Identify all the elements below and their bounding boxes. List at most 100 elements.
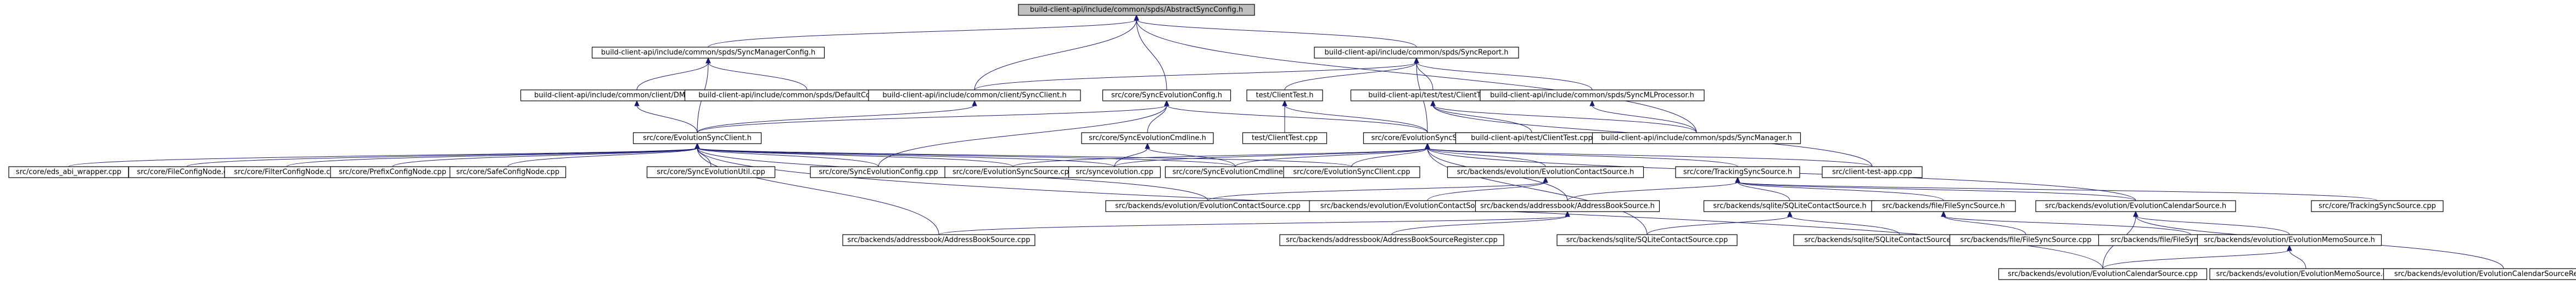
graph-node[interactable]: src/syncevolution.cpp xyxy=(1068,166,1161,178)
edge-line xyxy=(2102,249,2290,269)
edge-line xyxy=(1136,19,1417,48)
graph-node[interactable]: src/core/SyncEvolutionCmdline.h xyxy=(1081,132,1214,144)
graph-node[interactable]: src/core/PrefixConfigNode.cpp xyxy=(330,166,455,178)
node-box xyxy=(2311,200,2444,212)
node-label: src/core/EvolutionSyncClient.cpp xyxy=(1293,168,1410,177)
edge-line xyxy=(1427,181,1546,201)
graph-node[interactable]: src/core/EvolutionSyncSource.cpp xyxy=(944,166,1082,178)
dependency-edge xyxy=(507,143,700,167)
graph-node[interactable]: build-client-api/include/common/spds/Def… xyxy=(684,89,930,101)
graph-node[interactable]: src/client-test-app.cpp xyxy=(1822,166,1923,178)
graph-node[interactable]: src/core/TrackingSyncSource.cpp xyxy=(2311,200,2444,212)
edges xyxy=(68,14,2504,269)
node-label: src/syncevolution.cpp xyxy=(1076,168,1153,177)
node-label: src/core/SafeConfigNode.cpp xyxy=(456,168,559,177)
node-label: src/client-test-app.cpp xyxy=(1832,168,1912,177)
graph-node[interactable]: src/core/SafeConfigNode.cpp xyxy=(449,166,567,178)
graph-node[interactable]: src/backends/file/FileSyncSource.cpp xyxy=(1949,234,2103,246)
dependency-edge xyxy=(1235,143,1430,167)
graph-node[interactable]: src/backends/sqlite/SQLiteContactSource.… xyxy=(1556,234,1738,246)
dependency-edge xyxy=(695,143,1115,167)
graph-node[interactable]: src/backends/sqlite/SQLiteContactSource.… xyxy=(1703,200,1877,212)
graph-node[interactable]: test/ClientTest.cpp xyxy=(1242,132,1328,144)
edge-line xyxy=(1737,181,1790,201)
graph-node[interactable]: src/core/SyncEvolutionConfig.h xyxy=(1102,89,1231,101)
graph-node[interactable]: src/backends/addressbook/AddressBookSour… xyxy=(1279,234,1504,246)
graph-node[interactable]: src/core/FileConfigNode.cpp xyxy=(128,166,245,178)
graph-node[interactable]: src/backends/evolution/EvolutionMemoSour… xyxy=(2209,268,2403,280)
graph-node[interactable]: src/core/SyncEvolutionCmdline.cpp xyxy=(1164,166,1306,178)
node-label: src/core/SyncEvolutionCmdline.cpp xyxy=(1172,168,1298,177)
graph-node[interactable]: src/backends/file/FileSyncSource.h xyxy=(1871,200,2016,212)
graph-node[interactable]: build-client-api/test/test/ClientTest.h xyxy=(1350,89,1516,101)
edge-line xyxy=(1136,19,1697,133)
graph-node[interactable]: build-client-api/include/common/spds/Syn… xyxy=(591,47,825,59)
dependency-edge xyxy=(636,57,711,90)
graph-node[interactable]: src/backends/evolution/EvolutionCalendar… xyxy=(1998,268,2208,280)
edge-line xyxy=(1416,62,1433,90)
graph-node[interactable]: build-client-api/include/common/spds/Syn… xyxy=(1480,89,1705,101)
graph-node[interactable]: src/core/eds_abi_wrapper.cpp xyxy=(8,166,129,178)
graph-node[interactable]: test/ClientTest.h xyxy=(1246,89,1323,101)
node-label: src/core/SyncEvolutionConfig.cpp xyxy=(819,168,938,177)
dependency-edge xyxy=(697,100,977,133)
node-box xyxy=(868,89,1081,101)
edge-arrowhead xyxy=(705,57,711,64)
node-label: src/backends/evolution/EvolutionCalendar… xyxy=(2394,270,2576,278)
node-box xyxy=(1102,89,1231,101)
edge-arrowhead xyxy=(1145,143,1150,149)
graph-node[interactable]: src/backends/evolution/EvolutionCalendar… xyxy=(2035,200,2236,212)
dependency-edge xyxy=(1589,100,1697,133)
graph-node[interactable]: src/backends/evolution/EvolutionCalendar… xyxy=(2383,268,2576,280)
node-label: src/core/TrackingSyncSource.h xyxy=(1683,168,1792,177)
edge-line xyxy=(507,147,698,167)
node-label: src/backends/sqlite/SQLiteContactSource.… xyxy=(1713,202,1866,211)
graph-node[interactable]: src/core/TrackingSyncSource.h xyxy=(1675,166,1800,178)
edge-arrowhead xyxy=(1787,211,1793,217)
graph-node[interactable]: build-client-api/test/ClientTest.cpp xyxy=(1455,132,1609,144)
graph-node[interactable]: src/core/EvolutionSyncClient.h xyxy=(632,132,762,144)
dependency-edge xyxy=(695,143,1013,167)
dependency-edge xyxy=(1114,143,1150,167)
dependency-edge xyxy=(1134,14,1697,133)
node-box xyxy=(1592,132,1801,144)
dependency-edge xyxy=(1145,143,1236,167)
edge-line xyxy=(1147,105,1167,133)
edge-line xyxy=(2135,215,2290,235)
dependency-edge xyxy=(1941,211,2026,235)
edge-line xyxy=(1592,105,1697,133)
edge-line xyxy=(186,147,698,167)
edge-line xyxy=(1166,105,1428,133)
edge-line xyxy=(1416,62,1593,90)
graph-node[interactable]: build-client-api/include/common/client/S… xyxy=(868,89,1081,101)
graph-node[interactable]: src/backends/evolution/EvolutionMemoSour… xyxy=(2197,234,2382,246)
graph-node[interactable]: src/backends/addressbook/AddressBookSour… xyxy=(1475,200,1660,212)
edge-arrowhead xyxy=(972,100,977,106)
graph-node[interactable]: build-client-api/include/common/spds/Abs… xyxy=(1018,4,1255,16)
node-label: build-client-api/include/common/spds/Abs… xyxy=(1030,6,1243,14)
graph-node[interactable]: src/core/SyncEvolutionConfig.cpp xyxy=(810,166,947,178)
graph-node[interactable]: src/core/FilterConfigNode.cpp xyxy=(224,166,349,178)
graph-node[interactable]: src/backends/evolution/EvolutionContactS… xyxy=(1105,200,1311,212)
node-label: build-client-api/include/common/spds/Def… xyxy=(698,92,915,100)
graph-node[interactable]: src/core/EvolutionSyncClient.cpp xyxy=(1283,166,1420,178)
edge-line xyxy=(636,62,709,90)
node-label: test/ClientTest.h xyxy=(1256,92,1314,100)
edge-line xyxy=(1432,105,1532,133)
dependency-edge xyxy=(1414,57,1593,90)
graph-node[interactable]: src/backends/evolution/EvolutionContactS… xyxy=(1447,166,1644,178)
graph-node[interactable]: src/backends/addressbook/AddressBookSour… xyxy=(842,234,1035,246)
node-label: src/backends/file/FileSyncSource.h xyxy=(1882,202,2005,211)
edge-line xyxy=(1427,147,1738,167)
dependency-edge xyxy=(1787,211,1900,235)
node-box xyxy=(1068,166,1161,178)
node-label: src/core/eds_abi_wrapper.cpp xyxy=(16,168,121,177)
node-label: build-client-api/include/common/spds/Syn… xyxy=(1490,92,1694,100)
graph-node[interactable]: src/core/SyncEvolutionUtil.cpp xyxy=(646,166,776,178)
graph-node[interactable]: build-client-api/include/common/spds/Syn… xyxy=(1314,47,1519,59)
edge-line xyxy=(1427,147,1648,235)
graph-node[interactable]: build-client-api/include/common/spds/Syn… xyxy=(1592,132,1801,144)
node-label: src/core/SyncEvolutionUtil.cpp xyxy=(657,168,765,177)
edge-line xyxy=(1789,215,1900,235)
dependency-edge xyxy=(2133,211,2290,235)
